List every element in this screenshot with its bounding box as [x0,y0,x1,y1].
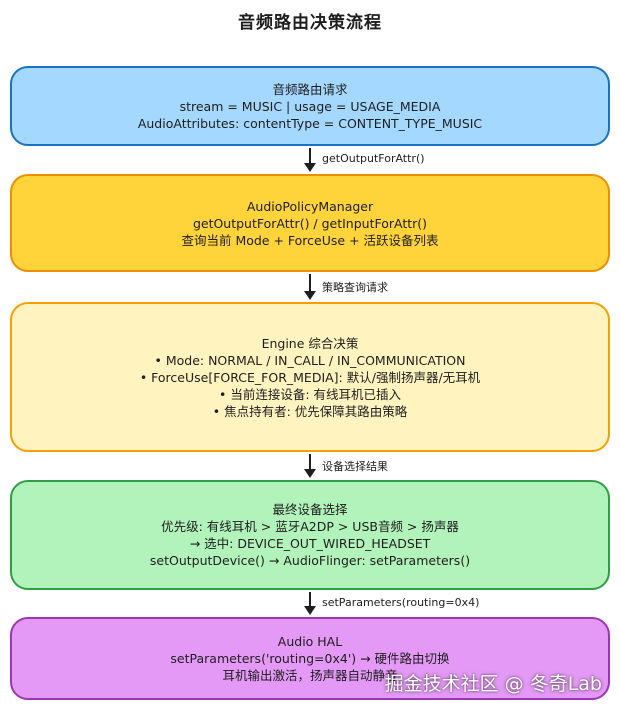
engine-decision-box: Engine 综合决策 • Mode: NORMAL / IN_CALL / I… [10,302,610,452]
watermark: 掘金技术社区 @ 冬奇Lab [384,673,602,695]
box-heading: 最终设备选择 [272,502,348,517]
box-heading: AudioPolicyManager [246,198,374,214]
arrow-label: getOutputForAttr() [322,152,425,165]
arrow-label: 策略查询请求 [322,281,388,294]
box-line: setParameters('routing=0x4') → 硬件路由切换 [170,651,450,666]
arrow-engine-to-device [304,454,316,478]
box-line: • ForceUse[FORCE_FOR_MEDIA]: 默认/强制扬声器/无耳… [139,369,481,385]
audio-hal-box: Audio HAL setParameters('routing=0x4') →… [10,617,610,700]
box-line: • Mode: NORMAL / IN_CALL / IN_COMMUNICAT… [154,352,466,368]
box-line: 优先级: 有线耳机 > 蓝牙A2DP > USB音频 > 扬声器 [161,519,459,534]
box-heading: Audio HAL [277,634,343,649]
box-line: stream = MUSIC | usage = USAGE_MEDIA [179,98,441,114]
final-device-selection-box: 最终设备选择 优先级: 有线耳机 > 蓝牙A2DP > USB音频 > 扬声器 … [10,480,610,590]
arrow-request-to-policy [304,148,316,172]
box-line: 查询当前 Mode + ForceUse + 活跃设备列表 [181,232,439,248]
box-line: AudioAttributes: contentType = CONTENT_T… [137,115,483,131]
box-line: 耳机输出激活，扬声器自动静音 [222,668,398,683]
arrow-head-icon [304,163,316,172]
audio-route-request-box: 音频路由请求 stream = MUSIC | usage = USAGE_ME… [10,66,610,146]
arrow-policy-to-engine [304,274,316,300]
box-heading: 音频路由请求 [272,81,348,97]
box-heading: Engine 综合决策 [261,335,359,351]
arrow-head-icon [304,469,316,478]
box-line: • 焦点持有者: 优先保障其路由策略 [212,403,408,419]
diagram-title: 音频路由决策流程 [238,13,382,33]
arrow-label: 设备选择结果 [322,460,388,473]
arrow-head-icon [304,291,316,300]
audio-policy-manager-box: AudioPolicyManager getOutputForAttr() / … [10,174,610,272]
box-line: setOutputDevice() → AudioFlinger: setPar… [149,553,471,568]
arrow-device-to-hal [304,592,316,615]
box-line: → 选中: DEVICE_OUT_WIRED_HEADSET [189,536,431,551]
arrow-label: setParameters(routing=0x4) [322,596,480,609]
arrow-head-icon [304,606,316,615]
box-line: getOutputForAttr() / getInputForAttr() [192,215,428,231]
box-line: • 当前连接设备: 有线耳机已插入 [218,386,402,402]
